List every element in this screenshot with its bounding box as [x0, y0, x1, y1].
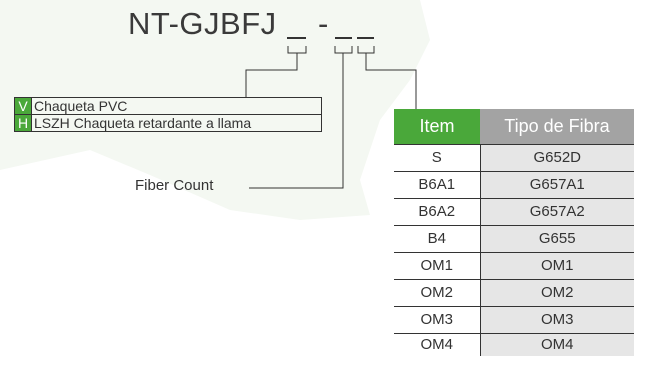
jacket-option-code: V: [14, 97, 32, 115]
fiber-type-cell: OM3: [479, 306, 634, 334]
fiber-item-cell: OM3: [394, 306, 480, 334]
fiber-table-header-row: Item Tipo de Fibra: [394, 109, 634, 145]
fiber-type-cell: G655: [479, 225, 634, 253]
fiber-type-cell: G652D: [479, 144, 634, 172]
fiber-count-connector: [249, 53, 344, 189]
header-item: Item: [394, 109, 480, 145]
fiber-item-cell: B4: [394, 225, 480, 253]
model-code-text: NT-GJBFJ: [128, 6, 277, 41]
fiber-item-cell: B6A1: [394, 171, 480, 199]
slot-1-bracket: [287, 46, 307, 54]
jacket-option-label: LSZH Chaqueta retardante a llama: [31, 114, 322, 132]
fiber-item-cell: OM4: [394, 333, 480, 356]
fiber-item-cell: B6A2: [394, 198, 480, 226]
fiber-type-connector: [365, 53, 417, 109]
model-code: NT-GJBFJ: [128, 6, 277, 42]
fiber-item-cell: S: [394, 144, 480, 172]
slot-2-bracket: [334, 46, 353, 54]
fiber-type-cell: OM2: [479, 279, 634, 307]
fiber-type-cell: OM1: [479, 252, 634, 280]
model-separator: -: [318, 6, 329, 41]
fiber-type-cell: G657A2: [479, 198, 634, 226]
fiber-item-cell: OM1: [394, 252, 480, 280]
fiber-type-cell: G657A1: [479, 171, 634, 199]
jacket-connector: [245, 53, 298, 97]
fiber-count-label: Fiber Count: [135, 177, 214, 194]
slot-3-bracket: [357, 46, 375, 54]
header-fiber-type: Tipo de Fibra: [480, 109, 634, 145]
fiber-type-cell: OM4: [479, 333, 634, 356]
fiber-item-cell: OM2: [394, 279, 480, 307]
jacket-option-label: Chaqueta PVC: [31, 97, 322, 115]
jacket-option-code: H: [14, 114, 32, 132]
